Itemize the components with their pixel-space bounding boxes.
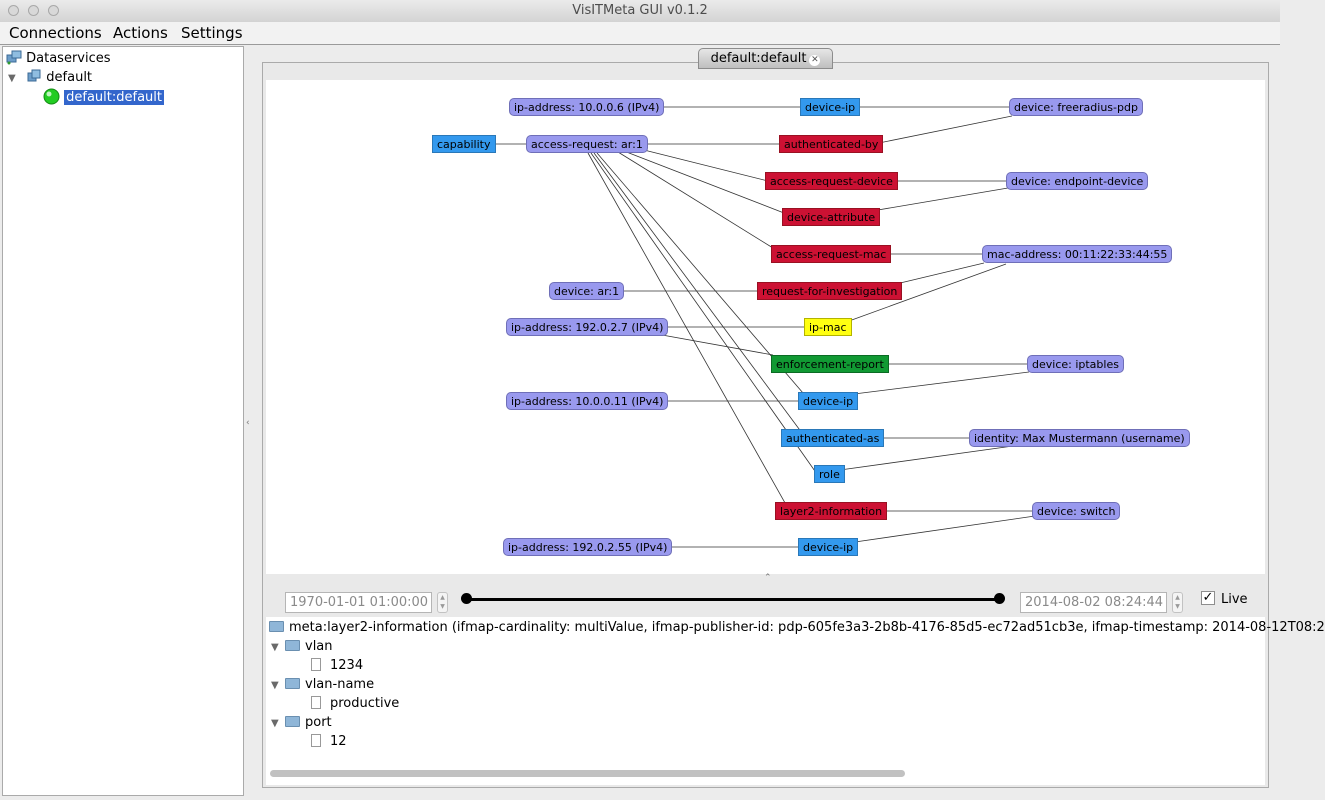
folder-icon — [269, 621, 284, 632]
graph-node-device-endpoint-device[interactable]: device: endpoint-device — [1006, 172, 1149, 190]
graph-node-ip-address[interactable]: ip-address: 10.0.0.6 (IPv4) — [509, 98, 665, 116]
graph-node-device-attribute[interactable]: device-attribute — [782, 208, 881, 226]
graph-node-authenticated-as[interactable]: authenticated-as — [781, 429, 885, 447]
file-icon — [311, 734, 321, 747]
graph-node-role[interactable]: role — [814, 465, 845, 483]
graph-node-device-switch[interactable]: device: switch — [1032, 502, 1121, 520]
tab-label: default:default — [710, 51, 807, 66]
metadata-header-row[interactable]: meta:layer2-information (ifmap-cardinali… — [269, 620, 1325, 635]
zoom-window-button[interactable] — [48, 5, 59, 16]
graph-edges — [488, 106, 1036, 548]
graph-node-ip-address[interactable]: ip-address: 10.0.0.11 (IPv4) — [506, 392, 669, 410]
expanded-triangle-icon[interactable]: ▼ — [271, 642, 279, 653]
dataservice-tree-panel: Dataservices ▼ default default:default — [2, 46, 244, 796]
menu-settings[interactable]: Settings — [181, 24, 243, 42]
tree-item-dataservices[interactable]: Dataservices — [6, 50, 111, 66]
close-window-button[interactable] — [8, 5, 19, 16]
timeline-start-field[interactable]: 1970-01-01 01:00:00 — [285, 592, 432, 613]
metadata-details-panel: meta:layer2-information (ifmap-cardinali… — [266, 617, 1325, 785]
end-time-spinner[interactable]: ▲▼ — [1172, 592, 1183, 613]
leaf-value: 1234 — [330, 658, 364, 673]
graph-node-device-ar1[interactable]: device: ar:1 — [549, 282, 625, 300]
timeline-slider-end-knob[interactable] — [994, 593, 1005, 604]
timeline-slider-start-knob[interactable] — [461, 593, 472, 604]
expanded-triangle-icon[interactable]: ▼ — [8, 73, 16, 84]
file-icon — [311, 696, 321, 709]
start-time-spinner[interactable]: ▲▼ — [437, 592, 448, 613]
graph-node-device-ip[interactable]: device-ip — [798, 538, 859, 556]
menu-actions[interactable]: Actions — [113, 24, 168, 42]
graph-node-mac-address[interactable]: mac-address: 00:11:22:33:44:55 — [982, 245, 1173, 263]
connected-status-icon — [43, 88, 60, 105]
tree-leaf-vlan-name-value[interactable]: productive — [311, 696, 399, 711]
metadata-header-text: meta:layer2-information (ifmap-cardinali… — [289, 620, 1325, 635]
server-icon — [27, 69, 41, 82]
tree-leaf-port-value[interactable]: 12 — [311, 734, 347, 749]
graph-node-device-iptables[interactable]: device: iptables — [1027, 355, 1124, 373]
expanded-triangle-icon[interactable]: ▼ — [271, 680, 279, 691]
split-divider-handle[interactable]: ⌃ — [764, 573, 772, 583]
folder-icon — [285, 678, 300, 689]
timeline-end-field[interactable]: 2014-08-02 08:24:44 — [1020, 592, 1167, 613]
split-divider-handle[interactable]: ‹ — [246, 418, 250, 428]
tree-label-vlan: vlan — [305, 639, 333, 654]
tree-item-default[interactable]: ▼ default — [8, 69, 92, 85]
tree-leaf-vlan-value[interactable]: 1234 — [311, 658, 363, 673]
graph-node-access-request[interactable]: access-request: ar:1 — [526, 135, 648, 153]
menu-connections[interactable]: Connections — [9, 24, 102, 42]
leaf-value: productive — [330, 696, 400, 711]
tab-default-default[interactable]: default:default✕ — [698, 48, 833, 69]
tree-label-default: default — [46, 70, 93, 85]
tree-node-vlan-name[interactable]: ▼ vlan-name — [271, 677, 374, 692]
leaf-value: 12 — [330, 734, 347, 749]
minimize-window-button[interactable] — [28, 5, 39, 16]
tree-label-dataservices: Dataservices — [26, 51, 111, 66]
graph-node-authenticated-by[interactable]: authenticated-by — [779, 135, 884, 153]
tree-node-vlan[interactable]: ▼ vlan — [271, 639, 333, 654]
file-icon — [311, 658, 321, 671]
folder-icon — [285, 716, 300, 727]
horizontal-scrollbar[interactable] — [270, 770, 905, 777]
menubar: Connections Actions Settings — [0, 22, 1280, 45]
graph-node-device-ip[interactable]: device-ip — [800, 98, 861, 116]
graph-node-device-ip[interactable]: device-ip — [798, 392, 859, 410]
graph-node-access-request-device[interactable]: access-request-device — [765, 172, 898, 190]
timeline-slider-track[interactable] — [466, 598, 1000, 601]
folder-icon — [285, 640, 300, 651]
live-checkbox[interactable]: ✓ — [1201, 590, 1215, 605]
graph-node-layer2-information[interactable]: layer2-information — [775, 502, 888, 520]
graph-node-enforcement-report[interactable]: enforcement-report — [771, 355, 889, 373]
network-icon — [6, 50, 22, 65]
graph-node-device-freeradius-pdp[interactable]: device: freeradius-pdp — [1009, 98, 1143, 116]
graph-node-ip-address[interactable]: ip-address: 192.0.2.55 (IPv4) — [503, 538, 673, 556]
tree-label-port: port — [305, 715, 332, 730]
window-title: VisITMeta GUI v0.1.2 — [572, 3, 708, 18]
window-titlebar: VisITMeta GUI v0.1.2 — [0, 0, 1280, 23]
live-label: Live — [1221, 592, 1248, 607]
graph-node-access-request-mac[interactable]: access-request-mac — [771, 245, 892, 263]
tree-node-port[interactable]: ▼ port — [271, 715, 332, 730]
tree-item-default-default[interactable]: default:default — [43, 88, 165, 105]
tree-label-default-default: default:default — [64, 90, 165, 105]
expanded-triangle-icon[interactable]: ▼ — [271, 718, 279, 729]
graph-node-capability[interactable]: capability — [432, 135, 496, 153]
tree-label-vlan-name: vlan-name — [305, 677, 375, 692]
graph-node-identity[interactable]: identity: Max Mustermann (username) — [969, 429, 1190, 447]
graph-node-request-for-investigation[interactable]: request-for-investigation — [757, 282, 903, 300]
close-tab-icon[interactable]: ✕ — [809, 55, 821, 66]
graph-canvas[interactable]: ip-address: 10.0.0.6 (IPv4) device-ip de… — [266, 80, 1265, 574]
graph-node-ip-address[interactable]: ip-address: 192.0.2.7 (IPv4) — [506, 318, 669, 336]
graph-node-ip-mac[interactable]: ip-mac — [804, 318, 852, 336]
